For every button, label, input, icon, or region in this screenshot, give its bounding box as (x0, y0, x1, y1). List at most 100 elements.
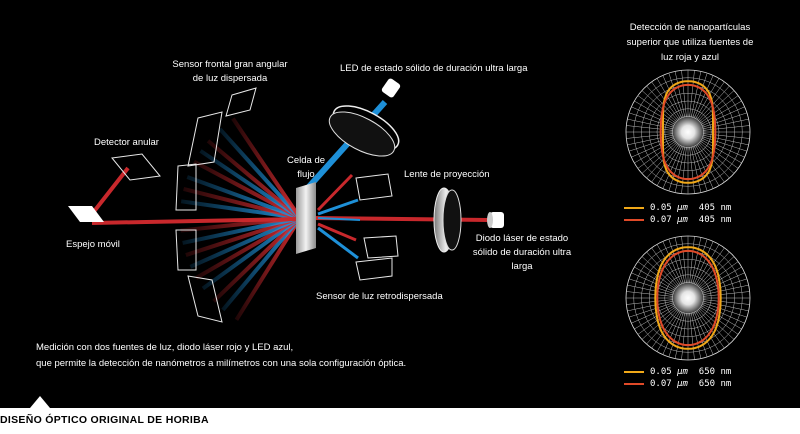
polar-grid-spoke (627, 300, 673, 312)
polar-grid-spoke (702, 304, 745, 324)
laser-diode (487, 212, 504, 228)
polar-grid-spoke (689, 70, 695, 117)
polar-plot-405nm (625, 69, 751, 195)
polar-grid-spoke (662, 241, 682, 284)
polar-grid-spoke (689, 147, 695, 194)
scatter-ray (185, 216, 301, 257)
polar-grid-spoke (702, 278, 748, 294)
polar-grid-spoke (646, 143, 678, 179)
polar-grid-spoke (641, 90, 677, 122)
polar-grid-spoke (699, 90, 735, 122)
polar-grid-spoke (698, 143, 730, 179)
polar-grid-spoke (692, 146, 708, 192)
polar-curve (656, 249, 720, 347)
polar-grid-spoke (696, 247, 725, 286)
scatter-ray (231, 117, 302, 220)
polar-grid-spoke (627, 118, 673, 130)
polar-grid-spoke (641, 142, 677, 174)
polar-grid-spoke (627, 284, 673, 296)
polar-grid-spoke (692, 238, 708, 284)
polar-grid-spoke (634, 266, 675, 291)
polar-grid-spoke (626, 133, 673, 139)
polar-grid-spoke (702, 106, 745, 126)
polar-grid-spoke (694, 312, 714, 355)
front-sensor-panels (175, 87, 257, 323)
scatter-ray (212, 216, 302, 303)
polar-grid-spoke (637, 261, 676, 290)
polar-grid-spoke (656, 145, 681, 186)
polar-grid-spoke (656, 311, 681, 352)
polar-grid-spoke (627, 134, 673, 146)
polar-curve (659, 83, 717, 181)
polar-grid-spoke (702, 136, 748, 152)
scatter-ray (221, 216, 302, 312)
polar-grid-spoke (689, 236, 695, 283)
polar-grid-spoke (662, 312, 682, 355)
polar-curve (654, 246, 722, 350)
polar-grid-spoke (681, 236, 687, 283)
polar-grid-spoke (651, 247, 680, 286)
polar-grid-spoke (681, 147, 687, 194)
polar-grid-spoke (646, 85, 678, 121)
polar-grid-spoke (674, 71, 686, 117)
polar-grid-spoke (700, 95, 739, 124)
footer-bar (0, 408, 800, 434)
polar-grid-spoke (637, 306, 676, 335)
polar-grid-spoke (703, 284, 749, 296)
legend-item: 0.07 µm 650 nm (624, 378, 731, 390)
polar-grid-spoke (695, 78, 720, 119)
polar-grid-spoke (674, 147, 686, 193)
scatter-ray (182, 216, 301, 245)
scatter-ray (218, 127, 302, 220)
legend-item: 0.05 µm 405 nm (624, 202, 731, 214)
polar-grid-spoke (668, 312, 684, 358)
legend-650: 0.05 µm 650 nm 0.07 µm 650 nm (624, 366, 731, 390)
polar-grid-spoke (674, 237, 686, 283)
polar-grid-spoke (703, 118, 749, 130)
label-ring-detector: Detector anular (94, 137, 159, 148)
polar-grid-spoke (699, 142, 735, 174)
footer-marker (30, 396, 50, 408)
polar-grid-spoke (701, 139, 742, 164)
polar-grid-spoke (637, 95, 676, 124)
polar-grid-spoke (634, 305, 675, 330)
polar-grid-spoke (696, 310, 725, 349)
polar-grid-spoke (668, 146, 684, 192)
footer-title: DISEÑO ÓPTICO ORIGINAL DE HORIBA (0, 414, 209, 426)
polar-grid-spoke (694, 146, 714, 189)
polar-grid-spoke (668, 72, 684, 118)
polar-grid-spoke (701, 100, 742, 125)
polar-grid-spoke (681, 70, 687, 117)
scatter-ray (189, 216, 301, 269)
polar-grid-spoke (662, 146, 682, 189)
polar-grid-spoke (631, 106, 674, 126)
polar-grid-spoke (631, 138, 674, 158)
polar-grid-spoke (690, 313, 702, 359)
scatter-ray (195, 216, 301, 280)
polar-grid-spoke (628, 278, 674, 294)
polar-grid-spoke (695, 311, 720, 352)
polar-grid-spoke (702, 138, 745, 158)
polar-grid-spoke (662, 75, 682, 118)
polar-grid-spoke (702, 112, 748, 128)
polar-grid-spoke (694, 75, 714, 118)
polar-plot-650nm (625, 235, 751, 361)
polar-grid-spoke (703, 300, 749, 312)
polar-grid-spoke (692, 72, 708, 118)
legend-item: 0.05 µm 650 nm (624, 366, 731, 378)
projection-lens (433, 187, 462, 253)
polar-grid-spoke (634, 139, 675, 164)
ring-detector (111, 153, 161, 181)
scatter-ray (193, 159, 301, 220)
polar-grid-spoke (689, 313, 695, 360)
scatter-ray (183, 187, 301, 220)
label-back-sensor: Sensor de luz retrodispersada (316, 291, 443, 302)
polar-center-glow (669, 279, 707, 317)
legend-405: 0.05 µm 405 nm 0.07 µm 405 nm (624, 202, 731, 226)
scatter-ray (206, 139, 302, 220)
polar-grid-spoke (631, 272, 674, 292)
polar-grid-spoke (703, 133, 750, 139)
